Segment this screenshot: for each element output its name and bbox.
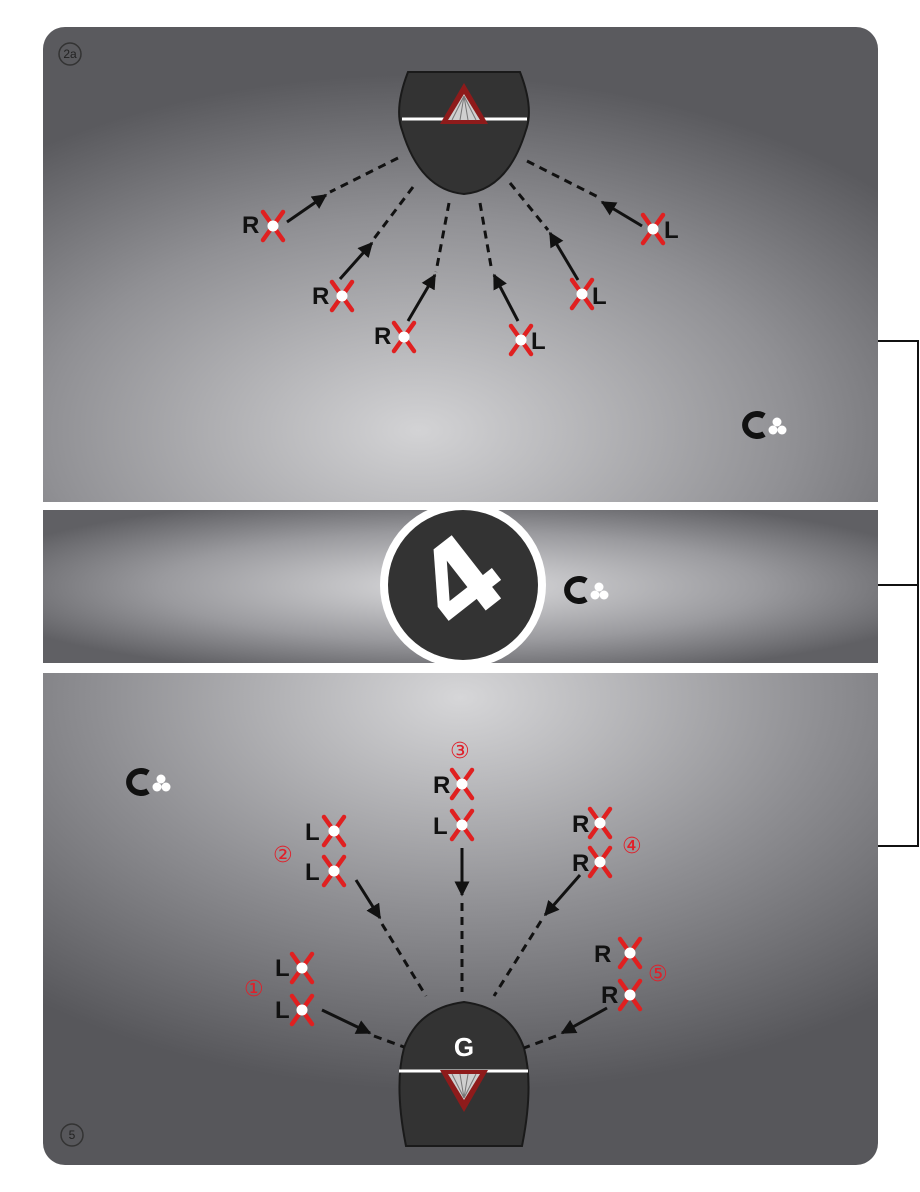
warning-triangle-icon <box>440 1070 488 1112</box>
panel-badge-label: 2a <box>63 47 77 61</box>
goal-top <box>398 71 530 196</box>
coach-icon <box>742 411 787 439</box>
player-side-label: R <box>601 982 618 1009</box>
panel-badge-top: 2a <box>58 42 82 66</box>
player-side-label: L <box>592 283 607 310</box>
player-side-label: L <box>433 813 448 840</box>
group-number: ⑤ <box>648 962 668 987</box>
player-side-label: R <box>374 323 391 350</box>
player-side-label: L <box>531 328 546 355</box>
panel-badge-bottom: 5 <box>60 1123 84 1147</box>
player-side-label: R <box>572 811 589 838</box>
group-number: ② <box>273 843 293 868</box>
top-runs <box>286 156 643 322</box>
bottom-group-4: R R ④ <box>572 809 642 877</box>
bottom-group-1: L L ① <box>244 954 312 1024</box>
panel-badge-label: 5 <box>69 1128 76 1142</box>
warning-triangle-icon <box>440 83 488 124</box>
player-side-label: L <box>664 217 679 244</box>
goal-bottom: G <box>398 1000 530 1147</box>
top-player-3: R <box>374 323 414 351</box>
player-side-label: L <box>305 859 320 886</box>
top-player-2: R <box>312 282 352 310</box>
coach-icon <box>126 768 171 796</box>
logo-badge: 4 <box>380 502 546 668</box>
top-player-6: L <box>643 215 679 244</box>
coach-icon <box>564 576 609 604</box>
top-player-4: L <box>511 326 546 355</box>
group-number: ④ <box>622 834 642 859</box>
player-side-label: L <box>275 997 290 1024</box>
top-player-5: L <box>572 280 607 310</box>
panel-bracket <box>878 340 919 847</box>
top-player-1: R <box>242 212 283 240</box>
player-side-label: L <box>275 955 290 982</box>
bottom-group-5: R R ⑤ <box>594 939 668 1009</box>
player-side-label: L <box>305 819 320 846</box>
player-side-label: R <box>594 941 611 968</box>
player-side-label: R <box>433 772 450 799</box>
bottom-group-3: ③ R L <box>433 739 472 840</box>
bottom-runs <box>321 848 608 1050</box>
bottom-group-2: L L ② <box>273 817 344 886</box>
player-side-label: R <box>572 850 589 877</box>
goal-letter: G <box>454 1032 474 1062</box>
player-side-label: R <box>312 283 329 310</box>
player-side-label: R <box>242 212 259 239</box>
group-number: ① <box>244 977 264 1002</box>
group-number: ③ <box>450 739 470 764</box>
